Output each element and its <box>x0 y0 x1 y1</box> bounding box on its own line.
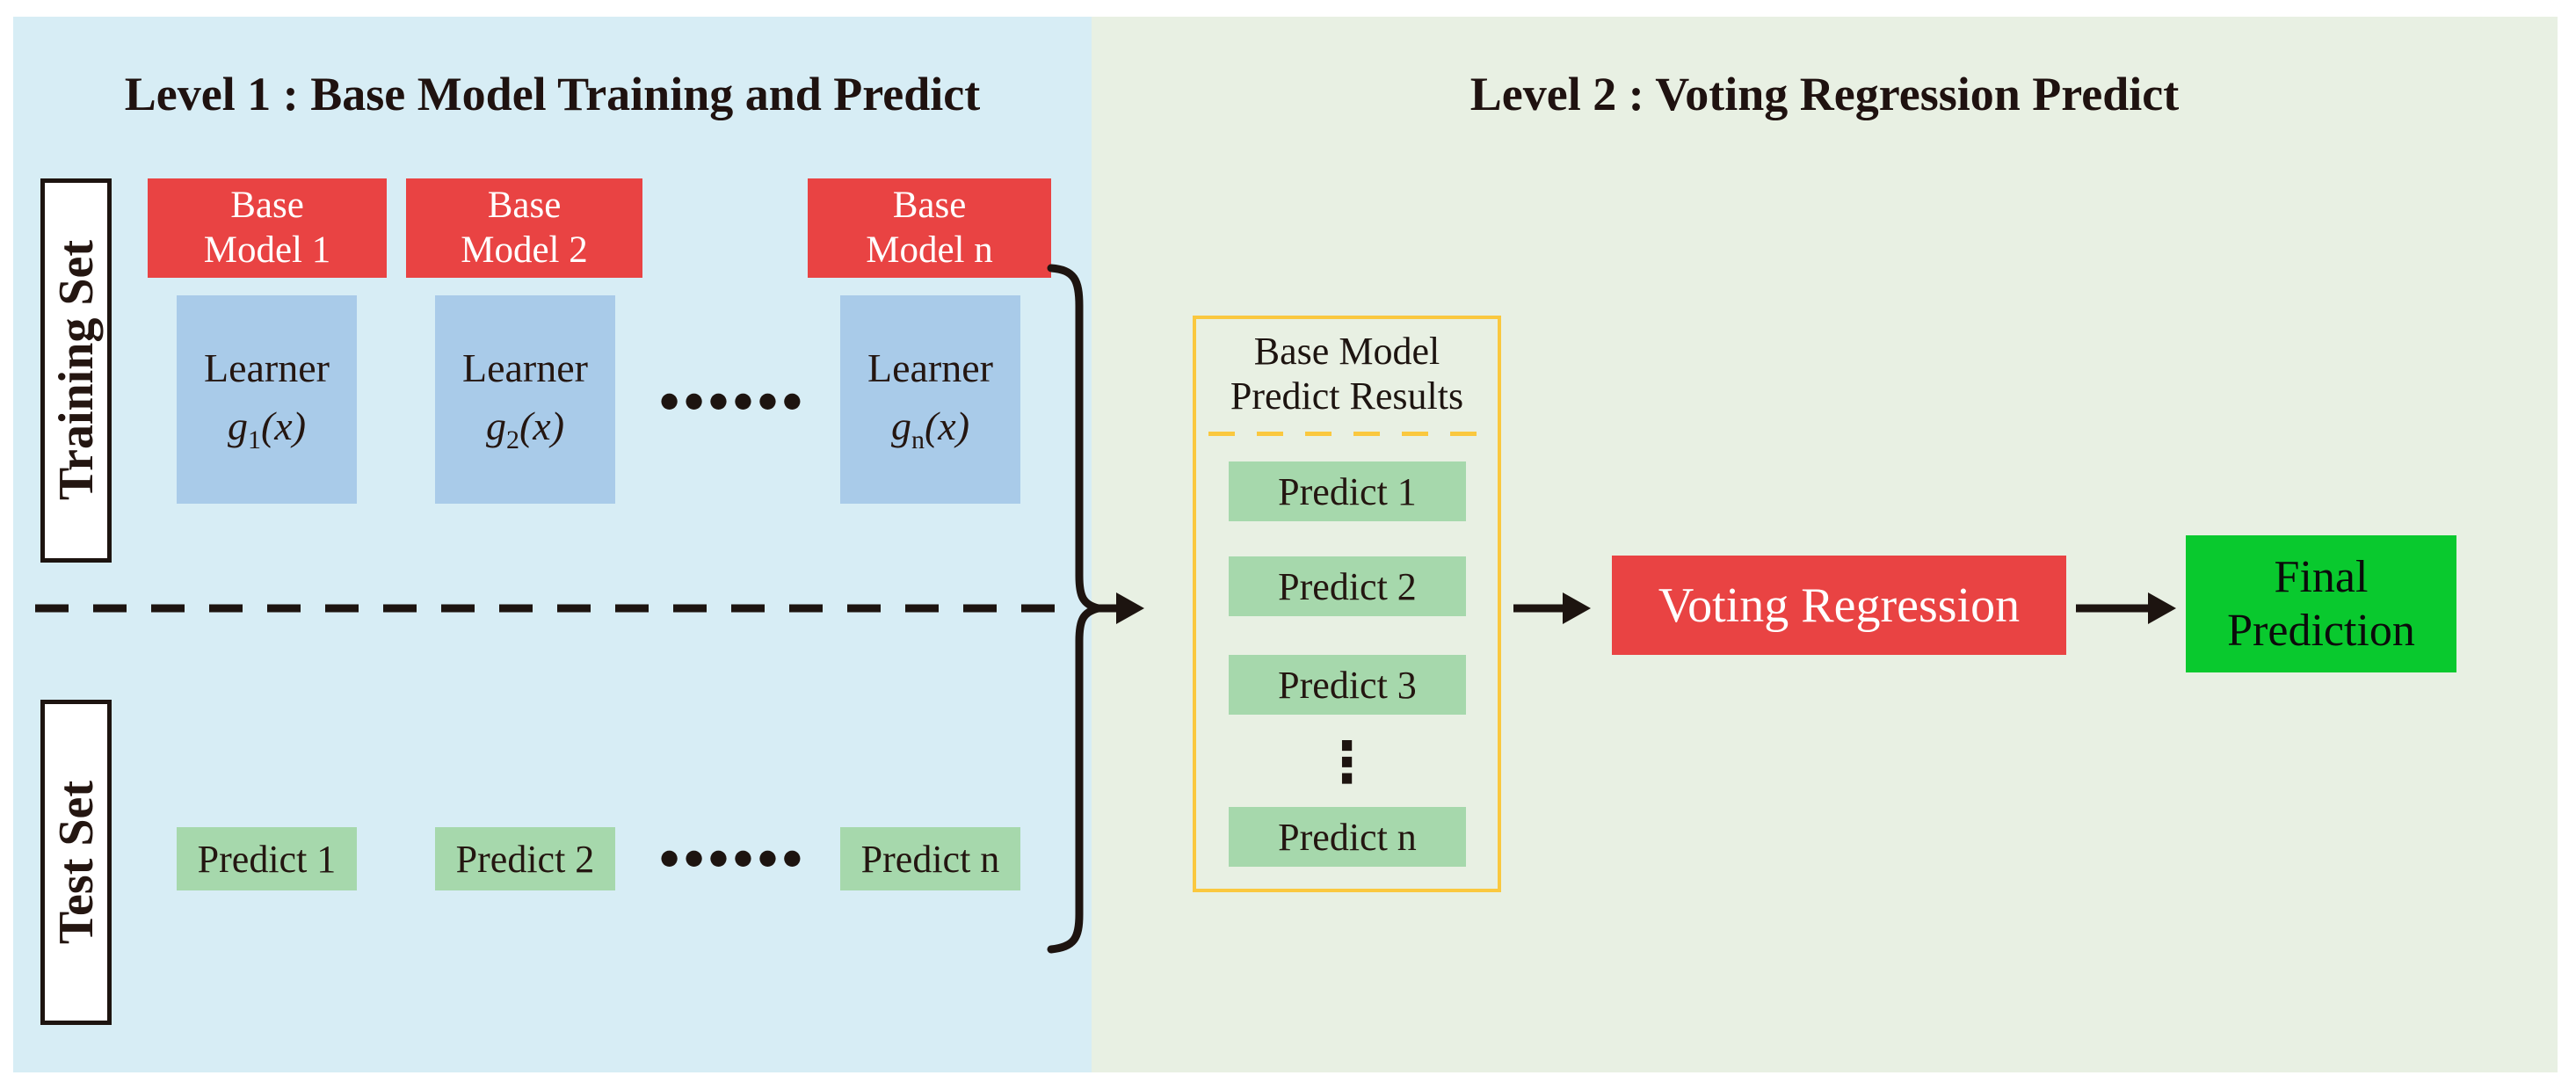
learner-n-box: Learner gn(x) <box>840 295 1020 504</box>
learner-ellipsis: ●●●●●● <box>660 388 808 412</box>
test-predict-ellipsis: ●●●●●● <box>660 845 808 869</box>
level1-title: Level 1 : Base Model Training and Predic… <box>124 68 981 120</box>
result-predict-3-box: Predict 3 <box>1229 655 1466 715</box>
test-predict-2-box: Predict 2 <box>435 827 615 890</box>
test-predict-1-box: Predict 1 <box>177 827 357 890</box>
results-panel-title: Base Model Predict Results <box>1230 330 1464 418</box>
training-set-label: Training Set <box>48 240 104 501</box>
result-predict-1-box: Predict 1 <box>1229 461 1466 521</box>
results-dashed-separator <box>1208 432 1485 436</box>
test-set-box: Test Set <box>40 700 112 1025</box>
level2-title: Level 2 : Voting Regression Predict <box>1469 68 2180 120</box>
base-model-results-panel: Base Model Predict Results Predict 1 Pre… <box>1193 316 1501 892</box>
learner-n-label: Learner <box>867 345 993 390</box>
learner-2-label: Learner <box>462 345 588 390</box>
test-predict-n-box: Predict n <box>840 827 1020 890</box>
learner-2-box: Learner g2(x) <box>435 295 615 504</box>
learner-2-formula: g2(x) <box>485 403 565 454</box>
result-predict-2-box: Predict 2 <box>1229 556 1466 616</box>
learner-1-box: Learner g1(x) <box>177 295 357 504</box>
learner-1-formula: g1(x) <box>227 403 307 454</box>
training-set-box: Training Set <box>40 178 112 563</box>
test-set-label: Test Set <box>48 780 104 945</box>
learner-1-label: Learner <box>204 345 330 390</box>
voting-regression-box: Voting Regression <box>1612 556 2066 655</box>
level1-panel <box>13 17 1092 1072</box>
learner-n-formula: gn(x) <box>890 403 970 454</box>
results-vertical-ellipsis: ⋮ <box>1318 730 1375 796</box>
result-predict-n-box: Predict n <box>1229 807 1466 867</box>
